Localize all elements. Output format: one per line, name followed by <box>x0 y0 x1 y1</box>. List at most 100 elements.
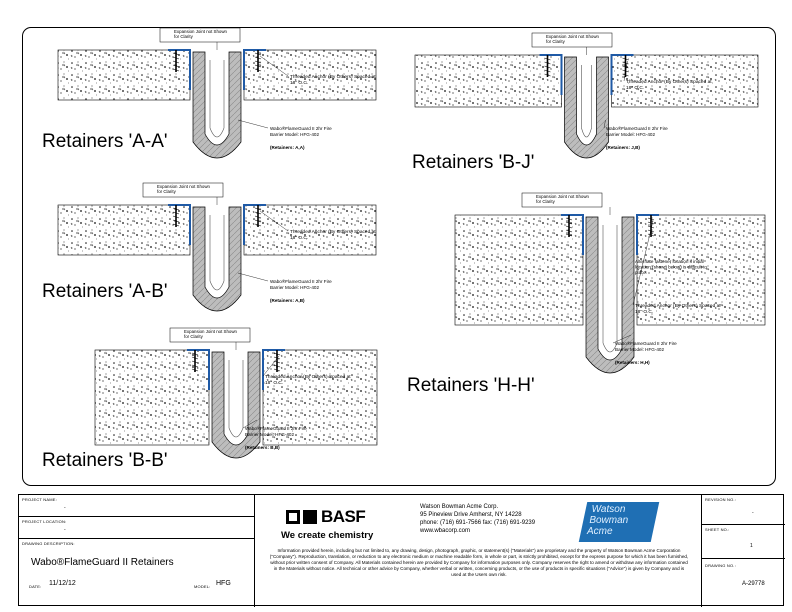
alternate-fastener-note: location (shown below) is difficult to <box>635 265 707 270</box>
company-cell: Watson Bowman Acme Corp. 95 Pineview Dri… <box>255 495 701 607</box>
anchor-leader <box>262 355 280 377</box>
section-title: Retainers 'A-B' <box>42 281 168 302</box>
anchor-thread <box>622 73 629 77</box>
barrier-leader <box>603 119 606 129</box>
basf-tagline: We create chemistry <box>281 530 374 541</box>
drawing-description-label: DRAWING DESCRIPTION: <box>22 541 75 546</box>
project-location-label: PROJECT LOCATION: <box>22 519 67 524</box>
fire-barrier <box>585 216 635 374</box>
company-address: 95 Pineview Drive Amherst, NY 14228 <box>420 512 522 518</box>
anchor-thread <box>254 207 262 211</box>
anchor-thread <box>647 221 655 225</box>
callout-box <box>169 327 251 343</box>
anchor-thread <box>565 233 573 237</box>
concrete-slab-left <box>57 49 191 101</box>
callout-text: for Clarity <box>174 34 194 39</box>
model-value: HFG <box>216 580 231 587</box>
anchor-thread <box>172 56 180 60</box>
project-location-cell: PROJECT LOCATION: - <box>19 517 255 539</box>
anchor-thread <box>172 211 180 215</box>
date-label: DATE: <box>29 584 42 589</box>
anchor-thread <box>565 229 573 233</box>
basf-name: BASF <box>321 507 366 526</box>
retainer-note: (Retainers: A,B) <box>270 298 305 303</box>
sheet-label: SHEET NO.: <box>705 527 730 532</box>
anchor-thread <box>565 221 573 225</box>
anchor-leader <box>623 60 628 82</box>
wba-logo: Watson Bowman Acme <box>578 502 660 542</box>
concrete-slab-right <box>243 49 377 101</box>
anchor-thread <box>191 360 199 364</box>
anchor-note: 18" O.C. <box>635 309 653 315</box>
drawing-description-cell: DRAWING DESCRIPTION: Wabo®FlameGuard II … <box>19 539 255 607</box>
callout-text: Expansion Joint not Shown <box>157 184 211 189</box>
section-title: Retainers 'B-J' <box>412 152 534 173</box>
retainer-note: (Retainers: H,H) <box>615 360 650 365</box>
callout-text: for Clarity <box>536 199 556 204</box>
retainer-note: (Retainers: J,B) <box>606 145 640 150</box>
callout-box <box>159 27 241 43</box>
anchor-thread <box>273 364 281 368</box>
callout-box <box>531 32 613 48</box>
company-address-block: Watson Bowman Acme Corp. 95 Pineview Dri… <box>420 503 535 535</box>
project-name-label: PROJECT NAME: <box>22 497 57 502</box>
concrete-slab-right <box>636 214 766 326</box>
anchor-thread <box>254 223 262 227</box>
section-title: Retainers 'A-A' <box>42 131 168 152</box>
anchor-note: Threaded Anchor (By Others) Spaced at <box>626 79 712 85</box>
fire-barrier <box>564 56 609 159</box>
anchor-note: Threaded Anchor (By Others) Spaced at <box>265 374 351 380</box>
anchor-note: Threaded Anchor (By Others) Spaced at <box>635 303 721 309</box>
barrier-liner <box>228 360 244 438</box>
callout-text: for Clarity <box>184 334 204 339</box>
barrier-note: Barrier Model: HFG-402 <box>615 347 664 352</box>
alternate-fastener-note: place. <box>635 270 647 275</box>
barrier-leader <box>612 334 632 344</box>
anchor-note: Threaded Anchor (By Others) Spaced at <box>290 74 376 80</box>
anchor-leader <box>259 210 289 232</box>
company-web: www.wbacorp.com <box>420 528 471 534</box>
anchor-thread <box>544 57 551 61</box>
date-value: 11/12/12 <box>49 580 76 587</box>
anchor-note: 18" O.C. <box>265 380 283 386</box>
barrier-liner <box>581 65 592 138</box>
section-title: Retainers 'H-H' <box>407 375 535 396</box>
basf-logo: BASF <box>286 507 386 528</box>
concrete-slab-left <box>414 54 562 108</box>
anchor-note: 18" O.C. <box>290 80 308 86</box>
anchor-thread <box>544 69 551 73</box>
callout-text: for Clarity <box>546 39 566 44</box>
anchor-thread <box>544 61 551 65</box>
barrier-leader <box>242 419 258 429</box>
anchor-thread <box>254 64 262 68</box>
anchor-thread <box>254 56 262 60</box>
wba-logo-line: Acme <box>586 526 613 537</box>
anchor-thread <box>172 223 180 227</box>
barrier-liner <box>209 215 225 291</box>
barrier-note: Wabo®FlameGuard II 2hr Fire <box>245 425 307 431</box>
barrier-note: Barrier Model: HFG-402 <box>270 132 319 137</box>
callout-box <box>521 192 603 208</box>
anchor-thread <box>647 233 655 237</box>
anchor-thread <box>254 68 262 72</box>
anchor-thread <box>565 217 573 221</box>
anchor-thread <box>254 211 262 215</box>
barrier-note: Wabo®FlameGuard II 2hr Fire <box>606 125 668 131</box>
anchor-thread <box>647 225 655 229</box>
concrete-slab-right <box>262 349 378 446</box>
fire-barrier <box>211 351 261 459</box>
concrete-slab-left <box>94 349 210 446</box>
anchor-thread <box>622 57 629 61</box>
anchor-thread <box>254 60 262 64</box>
model-label: MODEL: <box>194 584 211 589</box>
anchor-thread <box>172 219 180 223</box>
anchor-thread <box>622 69 629 73</box>
anchor-note: 18" O.C. <box>626 85 644 91</box>
sheet-cell: SHEET NO.: 1 <box>701 525 785 559</box>
anchor-leader <box>259 55 289 77</box>
